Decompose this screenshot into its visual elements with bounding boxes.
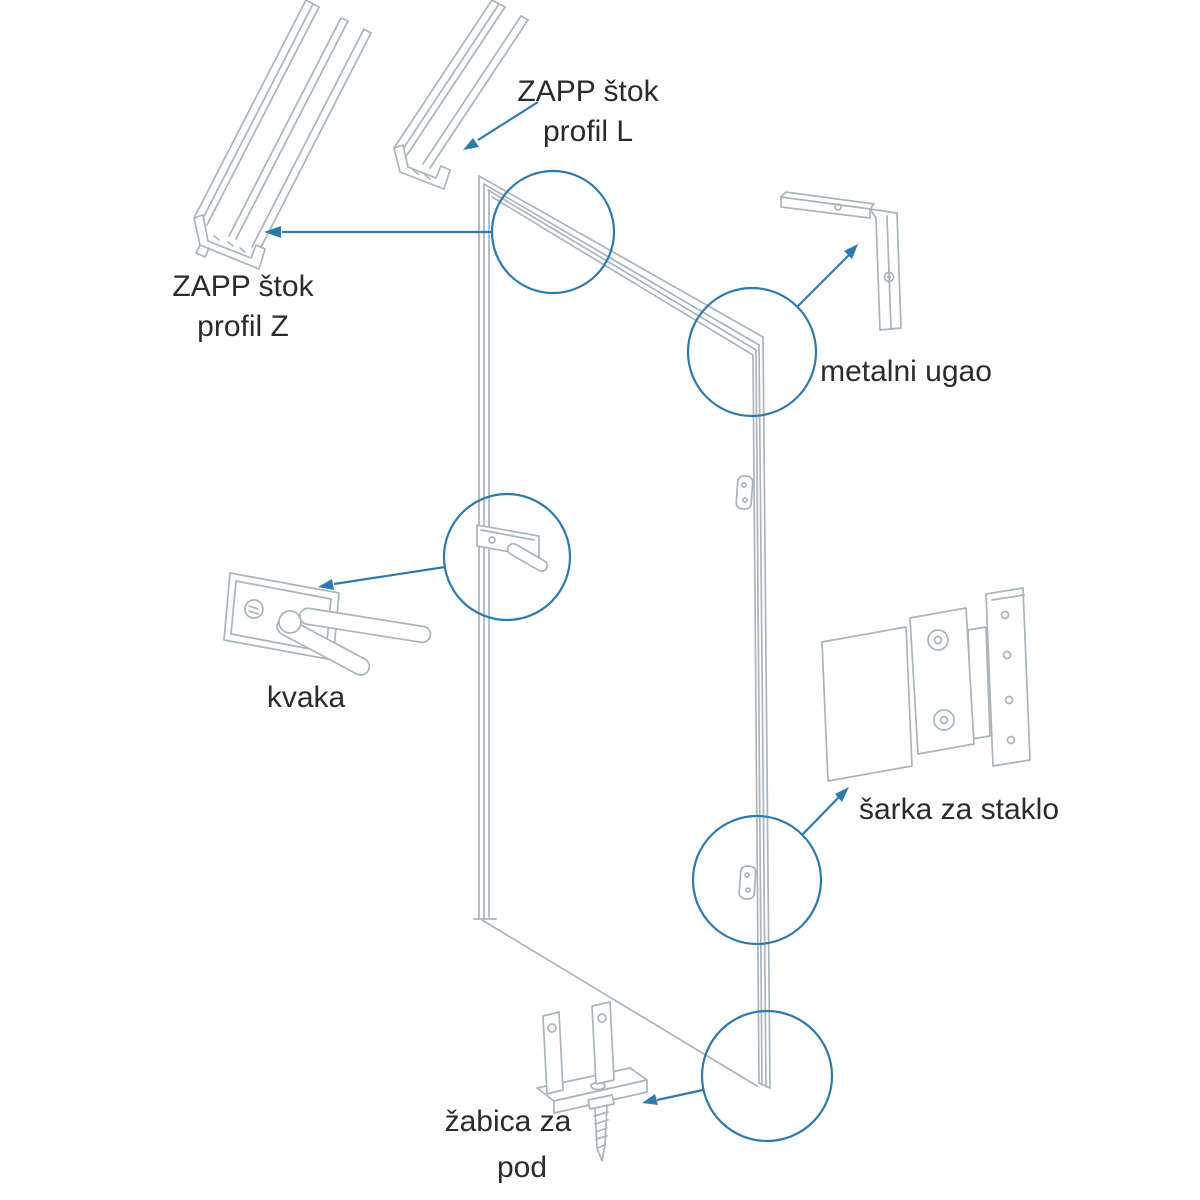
label-profile-z-line1: ZAPP štok	[172, 270, 314, 303]
l-profile-cross-section	[393, 144, 451, 190]
clamp-base-front	[553, 1079, 648, 1114]
arrow-to-metal-corner	[796, 244, 858, 308]
highlight-circle-floor	[700, 1009, 834, 1143]
arrow-to-z-profile	[264, 226, 492, 238]
label-profile-z-line2: profil Z	[197, 310, 289, 343]
arrow-to-floor-clamp	[642, 1088, 704, 1105]
arrow-to-handle	[318, 565, 446, 590]
highlight-circle-corner	[686, 286, 818, 418]
metal-corner-drawing	[780, 191, 902, 331]
door-frame-drawing	[473, 175, 771, 1089]
hinge-plate-lower	[738, 865, 757, 900]
glass-hinge-drawing	[821, 587, 1031, 782]
label-floor-clamp-line2: pod	[497, 1151, 547, 1184]
door-handle-detail	[476, 524, 548, 573]
glass-pane	[821, 626, 913, 782]
lock-cylinder	[244, 599, 264, 619]
floor-clamp-drawing	[536, 1001, 648, 1162]
handle-drawing	[223, 572, 432, 676]
highlight-circle-top-frame	[490, 169, 616, 295]
clamp-post-left	[542, 1011, 564, 1095]
floor-line	[481, 919, 758, 1087]
highlight-circles	[442, 169, 834, 1143]
highlight-circle-handle	[442, 492, 572, 622]
hinge-mounting-plate	[985, 587, 1031, 767]
clamp-post-right	[591, 1001, 615, 1085]
label-profile-l-line2: profil L	[543, 115, 633, 148]
label-profile-l-line1: ZAPP štok	[517, 75, 659, 108]
hinge-plate-upper	[735, 475, 754, 510]
l-profile-drawing	[393, 0, 529, 190]
label-floor-clamp-line1: žabica za	[445, 1105, 572, 1138]
handle-spindle	[299, 607, 432, 644]
label-metal-corner: metalni ugao	[820, 355, 992, 388]
z-profile-cross-section	[193, 214, 266, 270]
z-profile-drawing	[193, 0, 372, 270]
label-glass-hinge: šarka za staklo	[859, 793, 1059, 826]
arrow-to-l-profile	[463, 101, 539, 150]
highlight-circle-hinge	[691, 814, 823, 946]
handle-hub	[278, 610, 302, 634]
arrow-to-glass-hinge	[801, 787, 849, 836]
leader-arrows	[264, 101, 858, 1105]
floor-screw	[587, 1094, 615, 1162]
hinge-clamp-body	[909, 607, 975, 755]
label-handle: kvaka	[267, 681, 346, 714]
